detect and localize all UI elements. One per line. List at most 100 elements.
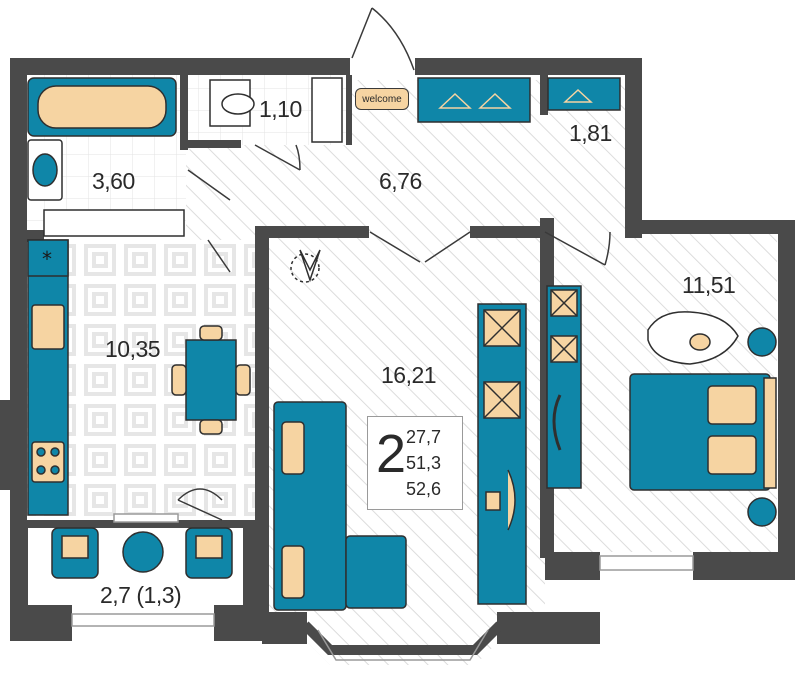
wall-balcony-left bbox=[10, 528, 28, 616]
bedroom-wardrobe bbox=[546, 285, 582, 489]
living-fixtures bbox=[273, 249, 527, 611]
tv-screen bbox=[507, 469, 516, 531]
bedroom-tv bbox=[552, 394, 562, 451]
wardrobe-closet bbox=[547, 77, 621, 111]
bedroom-fixtures bbox=[546, 285, 777, 527]
wall-toilet-right bbox=[346, 75, 352, 145]
bedroom-door-swing bbox=[604, 231, 611, 266]
wall-bedroom-top bbox=[625, 220, 795, 234]
armchair-cushion bbox=[61, 535, 89, 559]
wall-left-window-frame bbox=[0, 400, 12, 490]
armchair-cushion bbox=[195, 535, 223, 559]
toilet-shelf bbox=[311, 77, 343, 143]
windows bbox=[71, 513, 694, 627]
bedroom-door-leaf bbox=[544, 231, 606, 266]
box-cross bbox=[483, 381, 521, 419]
snowflake-icon: * bbox=[42, 247, 52, 271]
welcome-mat: welcome bbox=[355, 88, 409, 110]
box-cross bbox=[483, 309, 521, 347]
balcony-door-swing bbox=[177, 488, 223, 501]
nightstand-lamp bbox=[747, 497, 777, 527]
area-label-bathroom: 3,60 bbox=[92, 168, 135, 194]
area-label-toilet: 1,10 bbox=[259, 96, 302, 122]
sink bbox=[32, 153, 58, 187]
bathtub-inner bbox=[37, 85, 167, 129]
sofa-chaise bbox=[345, 535, 407, 609]
area-label-bedroom: 11,51 bbox=[682, 272, 736, 298]
hall-wardrobe bbox=[417, 77, 531, 123]
washer-cabinet bbox=[43, 209, 185, 237]
cat-icon bbox=[689, 333, 711, 351]
balcony-window bbox=[71, 613, 215, 627]
dining-chair bbox=[171, 364, 187, 396]
burner-icon bbox=[36, 447, 46, 457]
bed-pillow bbox=[707, 385, 757, 425]
wall-kitchen-bottom bbox=[10, 520, 250, 528]
sofa-pillow bbox=[281, 421, 305, 475]
apartment-summary-card: 2 27,7 51,3 52,6 bbox=[367, 416, 463, 510]
hanger-icon bbox=[438, 92, 472, 109]
living-area-value: 27,7 bbox=[406, 427, 442, 447]
area-label-hall: 6,76 bbox=[379, 168, 422, 194]
area-label-kitchen: 10,35 bbox=[105, 336, 161, 362]
burner-icon bbox=[50, 465, 60, 475]
area-label-balcony: 2,7 (1,3) bbox=[100, 582, 182, 608]
wall-toilet-bottom bbox=[186, 140, 241, 148]
wall-top-right bbox=[415, 58, 640, 75]
wall-bottom-right bbox=[693, 552, 795, 580]
tv-cabinet bbox=[477, 303, 527, 605]
area-with-balcony-value: 52,6 bbox=[406, 479, 442, 499]
dining-chair bbox=[199, 419, 223, 435]
rooms-count: 2 bbox=[376, 424, 407, 484]
living-door-left bbox=[369, 231, 421, 263]
entrance-door-leaf bbox=[351, 7, 373, 59]
wall-right-upper bbox=[625, 58, 642, 238]
burner-icon bbox=[50, 447, 60, 457]
balcony-door-leaf bbox=[177, 499, 223, 521]
plant-icon bbox=[299, 249, 321, 283]
box-cross bbox=[550, 335, 578, 363]
wall-top-left bbox=[10, 58, 350, 75]
wall-kitchen-living bbox=[255, 226, 269, 616]
bathroom-fixtures bbox=[27, 77, 343, 237]
dining-chair bbox=[235, 364, 251, 396]
balcony-table bbox=[122, 531, 164, 573]
wall-balcony-bottom-left bbox=[10, 605, 72, 641]
bay-window-wall bbox=[301, 621, 504, 655]
living-door-right bbox=[424, 231, 471, 263]
area-label-living: 16,21 bbox=[381, 362, 437, 388]
wall-balcony-right bbox=[243, 520, 263, 618]
bath-door-leaf bbox=[187, 169, 231, 201]
total-area-value: 51,3 bbox=[406, 453, 442, 473]
box-cross bbox=[550, 289, 578, 317]
dining-table bbox=[185, 339, 237, 421]
wall-bath-toilet bbox=[180, 75, 188, 150]
burner-icon bbox=[36, 465, 46, 475]
bay-window-glass bbox=[317, 629, 489, 661]
doors bbox=[177, 7, 611, 521]
hall-wardrobes bbox=[417, 77, 621, 123]
hanger-icon bbox=[563, 88, 593, 103]
toilet-bowl bbox=[221, 93, 255, 115]
wall-wardrobe-divider bbox=[540, 75, 548, 115]
fridge bbox=[27, 239, 69, 277]
sofa-pillow bbox=[281, 545, 305, 599]
wall-living-top-left bbox=[269, 226, 369, 238]
balcony-door-glass bbox=[113, 513, 179, 523]
toilet-door-swing bbox=[295, 144, 301, 171]
plant-icon bbox=[290, 253, 320, 283]
kitchen-fixtures: * bbox=[27, 239, 251, 516]
wall-left bbox=[10, 58, 27, 528]
bed-headboard bbox=[763, 377, 777, 489]
wall-bottom-living-right bbox=[497, 612, 600, 644]
kitchen-sink bbox=[31, 304, 65, 350]
wall-bottom-bedroom bbox=[545, 552, 600, 580]
wall-balcony-bottom-right bbox=[214, 605, 263, 641]
tv-box bbox=[485, 491, 501, 511]
nightstand-lamp bbox=[747, 327, 777, 357]
dining-chair bbox=[199, 325, 223, 341]
cooktop bbox=[31, 441, 65, 483]
toilet-door-leaf bbox=[254, 144, 301, 171]
hanger-icon bbox=[478, 92, 512, 109]
